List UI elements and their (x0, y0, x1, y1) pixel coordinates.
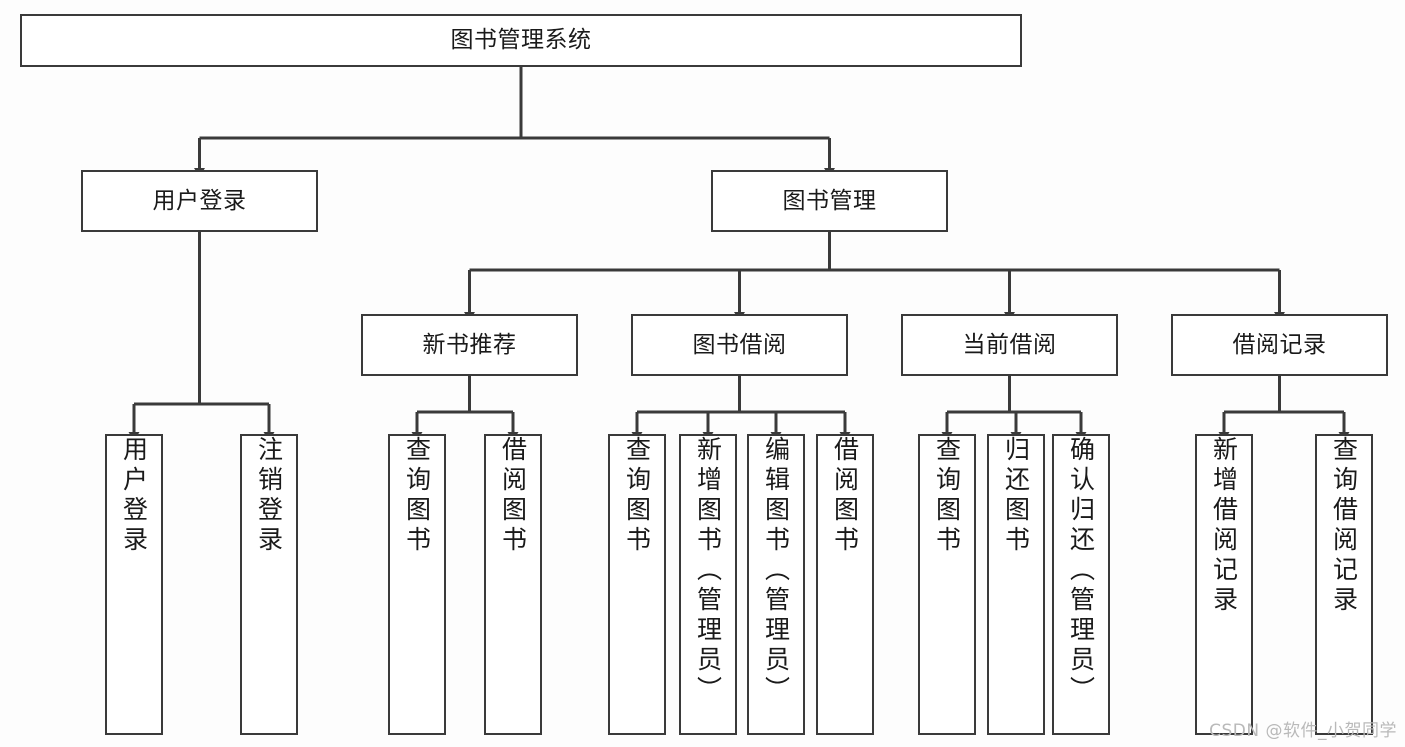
node-borrow[interactable]: 图书借阅 (631, 314, 848, 376)
watermark-text: CSDN @软件_小贺同学 (1209, 721, 1397, 741)
tree-connectors (128, 67, 1350, 441)
node-label: 查询借阅记录 (1329, 436, 1359, 616)
node-login[interactable]: 用户登录 (81, 170, 318, 232)
node-label: 查询图书 (402, 436, 432, 556)
node-label: 借阅记录 (1232, 331, 1327, 358)
node-n1[interactable]: 查询图书 (388, 434, 446, 735)
node-l1[interactable]: 用户登录 (105, 434, 163, 735)
node-label: 新增借阅记录 (1209, 436, 1239, 616)
node-r1[interactable]: 新增借阅记录 (1195, 434, 1253, 735)
node-b1[interactable]: 查询图书 (608, 434, 666, 735)
node-label: 归还图书 (1001, 436, 1031, 556)
node-label: 借阅图书 (830, 436, 860, 556)
node-c2[interactable]: 归还图书 (987, 434, 1045, 735)
node-r2[interactable]: 查询借阅记录 (1315, 434, 1373, 735)
node-c3[interactable]: 确认归还（管理员） (1052, 434, 1110, 735)
node-label: 编辑图书（管理员） (761, 436, 791, 706)
node-label: 新增图书（管理员） (693, 436, 723, 706)
node-label: 借阅图书 (498, 436, 528, 556)
node-label: 图书管理 (782, 187, 877, 214)
node-bookmgmt[interactable]: 图书管理 (711, 170, 948, 232)
node-label: 确认归还（管理员） (1066, 436, 1096, 706)
node-label: 图书借阅 (692, 331, 787, 358)
node-b2[interactable]: 新增图书（管理员） (679, 434, 737, 735)
node-current[interactable]: 当前借阅 (901, 314, 1118, 376)
node-b3[interactable]: 编辑图书（管理员） (747, 434, 805, 735)
node-label: 用户登录 (152, 187, 247, 214)
node-label: 新书推荐 (422, 331, 517, 358)
node-n2[interactable]: 借阅图书 (484, 434, 542, 735)
node-label: 当前借阅 (962, 331, 1057, 358)
node-label: 查询图书 (932, 436, 962, 556)
node-label: 用户登录 (119, 436, 149, 556)
node-records[interactable]: 借阅记录 (1171, 314, 1388, 376)
node-newbook[interactable]: 新书推荐 (361, 314, 578, 376)
node-c1[interactable]: 查询图书 (918, 434, 976, 735)
node-label: 注销登录 (254, 436, 284, 556)
node-root[interactable]: 图书管理系统 (20, 14, 1022, 67)
node-b4[interactable]: 借阅图书 (816, 434, 874, 735)
node-label: 图书管理系统 (450, 27, 592, 54)
node-label: 查询图书 (622, 436, 652, 556)
node-l2[interactable]: 注销登录 (240, 434, 298, 735)
